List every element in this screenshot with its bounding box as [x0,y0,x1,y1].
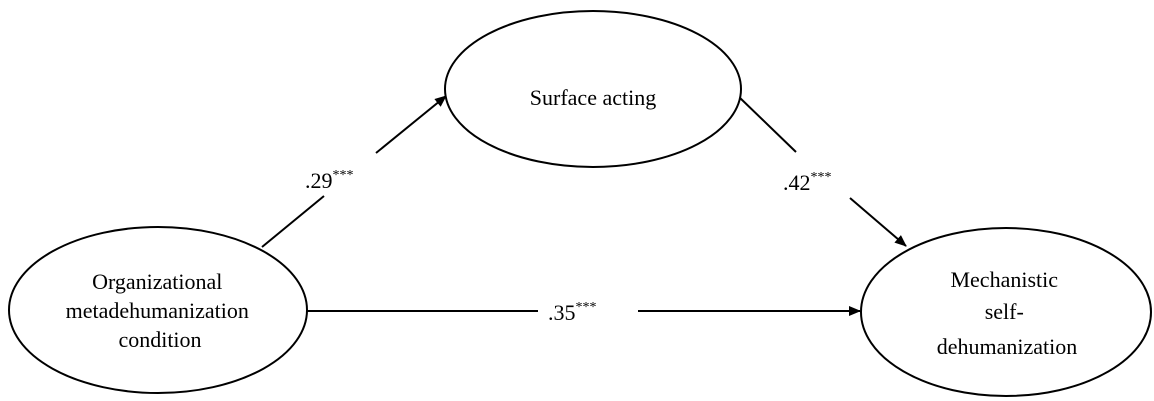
path-c-coefficient: .35*** [548,300,597,325]
node-surface-acting-label: Surface acting [530,85,656,110]
node-mechanistic-self-dehumanization: Mechanistic self- dehumanization [860,227,1152,397]
path-b-arrow [737,95,797,153]
node-organizational-metadehumanization-ellipse [8,226,308,394]
node-organizational-metadehumanization-label: Organizational metadehumanization condit… [66,269,255,352]
node-surface-acting: Surface acting [444,10,742,168]
path-a-arrow [261,195,325,248]
node-mechanistic-self-dehumanization-label: Mechanistic self- dehumanization [937,267,1078,359]
node-organizational-metadehumanization: Organizational metadehumanization condit… [8,226,308,394]
path-b-coefficient: .42*** [783,170,832,195]
path-a-coefficient: .29*** [305,168,354,193]
node-mechanistic-self-dehumanization-ellipse [860,227,1152,397]
node-surface-acting-ellipse [444,10,742,168]
path-a-arrow-head-segment [375,95,447,154]
path-b-arrow-head-segment [849,197,907,247]
